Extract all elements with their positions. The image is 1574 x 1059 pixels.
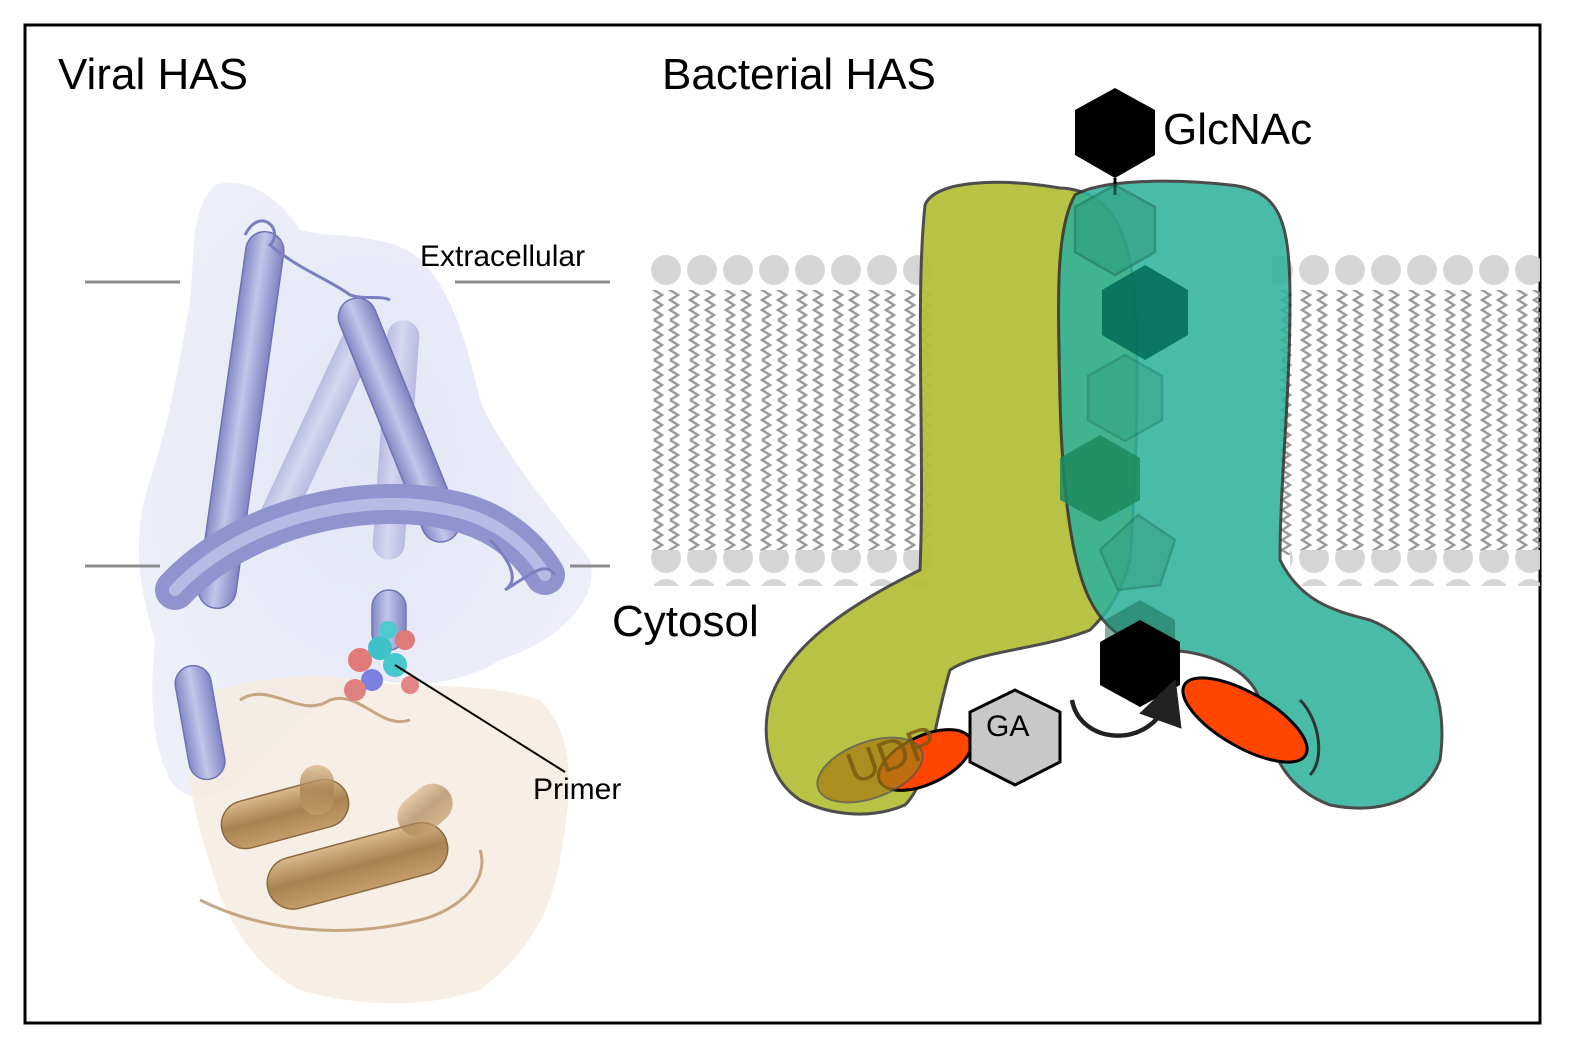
cytosol-label: Cytosol: [612, 597, 759, 646]
glcnac-hexagon: [1075, 88, 1155, 178]
viral-has-structure: [85, 182, 610, 1004]
bacterial-has-diagram: [650, 88, 1540, 816]
hyaluronan-chain: [1060, 88, 1188, 707]
transfer-arrow: [1069, 678, 1182, 738]
transmembrane-helices: [155, 219, 565, 781]
lipid-bilayer: [650, 255, 1540, 586]
udp-ellipse: [816, 736, 924, 804]
viral-has-title: Viral HAS: [58, 50, 248, 99]
cytosolic-domain: [199, 692, 484, 932]
ga-hexagon: [968, 688, 1062, 787]
ga-label: GA: [986, 710, 1030, 743]
primer-label: Primer: [533, 773, 622, 806]
glcnac-label: GlcNAc: [1163, 105, 1313, 154]
extracellular-label: Extracellular: [420, 240, 586, 273]
primer-pointer-line: [394, 664, 566, 773]
udp-site-right-red: [1181, 676, 1309, 764]
bacterial-has-title: Bacterial HAS: [662, 50, 936, 99]
